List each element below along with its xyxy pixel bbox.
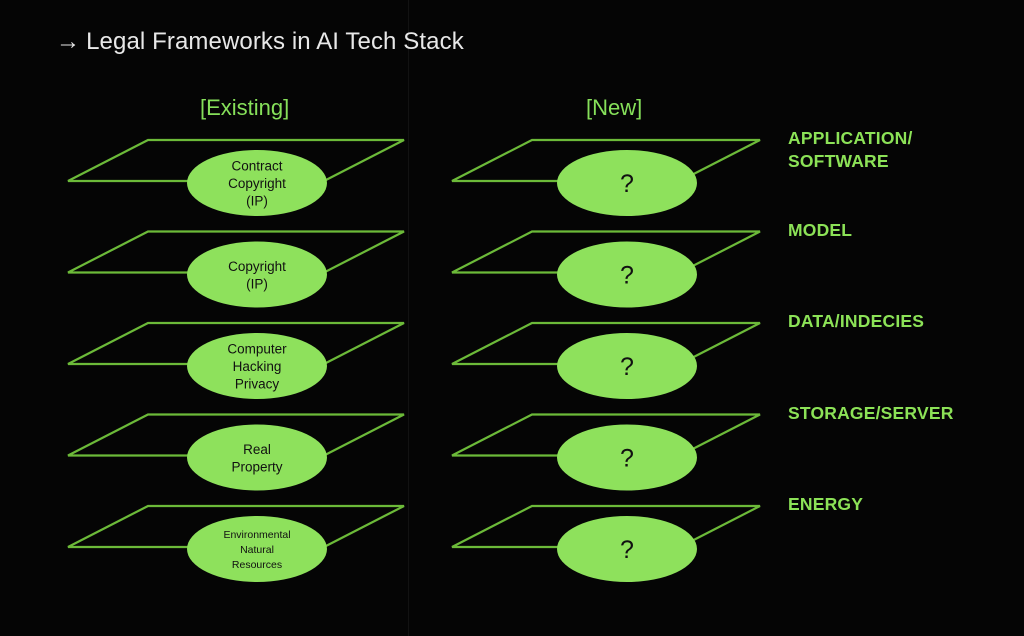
layer-node-new-3[interactable] — [557, 333, 697, 399]
tier-label-4: STORAGE/SERVER — [788, 402, 954, 423]
layer-node-new-5[interactable] — [557, 516, 697, 582]
layer-node-new-4[interactable] — [557, 424, 697, 491]
layer-node-new-1[interactable] — [557, 150, 697, 216]
page-title-text: Legal Frameworks in AI Tech Stack — [86, 28, 464, 55]
arrow-icon: → — [56, 28, 81, 55]
layer-node-existing-2[interactable] — [187, 241, 327, 308]
column-header-existing: [Existing] — [200, 95, 290, 120]
layer-node-existing-5[interactable] — [187, 516, 327, 582]
capture-seam-artifact — [408, 0, 409, 636]
tier-label-2: MODEL — [788, 219, 853, 240]
layer-node-label-new-1: ? — [620, 170, 634, 198]
layer-node-existing-4[interactable] — [187, 424, 327, 491]
layer-node-label-new-3: ? — [620, 353, 634, 381]
layer-node-new-2[interactable] — [557, 241, 697, 308]
page-title: →Legal Frameworks in AI Tech Stack — [56, 28, 464, 56]
tier-label-1: APPLICATION/ SOFTWARE — [788, 128, 913, 171]
layer-node-existing-1[interactable] — [187, 150, 327, 216]
tier-label-3: DATA/INDECIES — [788, 311, 925, 331]
column-header-new: [New] — [586, 95, 643, 120]
layer-node-existing-3[interactable] — [187, 333, 327, 399]
layer-node-label-new-2: ? — [620, 262, 634, 290]
layer-node-label-existing-2: Copyright(IP) — [228, 259, 286, 292]
layer-node-label-new-5: ? — [620, 536, 634, 564]
tier-label-5: ENERGY — [788, 494, 864, 514]
layer-node-label-new-4: ? — [620, 445, 634, 473]
